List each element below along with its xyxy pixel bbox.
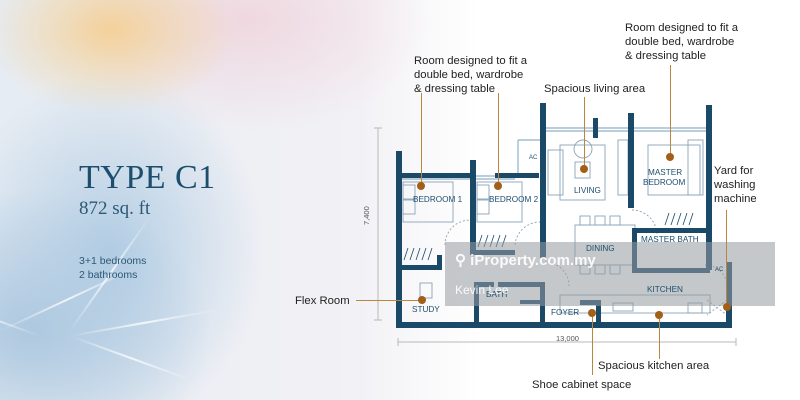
callout-living: Spacious living area [544,83,646,95]
bathroom-count: 2 bathrooms [79,269,138,281]
room-label-study: STUDY [412,305,440,314]
leader-line-kitchen [659,315,660,359]
unit-specs: 3+1 bedrooms 2 bathrooms [79,254,146,282]
room-label-bedroom-1: BEDROOM 1 [413,195,463,204]
leader-line-yard [726,210,727,310]
room-label-master-2: BEDROOM [643,178,686,187]
watermark-site-text: iProperty.com.my [470,252,596,269]
unit-area: 872 sq. ft [79,198,151,219]
room-label-master-bath: MASTER BATH [641,235,699,244]
room-label-foyer: FOYER [551,308,580,317]
room-label-living: LIVING [574,186,601,195]
leader-line-shoe [592,313,593,375]
callout-dot-bedroom-1 [417,182,425,190]
callout-dot-shoe [588,309,596,317]
room-label-bath: BATH [486,290,508,299]
callout-master-line-3: & dressing table [625,50,707,62]
callout-shoe-cabinet: Shoe cabinet space [532,379,632,391]
watermark-site: ⚲ iProperty.com.my [455,251,596,269]
watermark-agent: Kevin Lee [455,283,509,297]
callout-bedroom-line-1: Room designed to fit a [414,55,528,67]
callout-dot-flex [418,296,426,304]
location-pin-icon: ⚲ [455,252,471,269]
leader-line-bedroom-2 [498,93,499,185]
leader-line-living [584,97,585,167]
room-label-master-1: MASTER [648,168,683,177]
callout-dot-yard [723,303,731,311]
callout-flex-room: Flex Room [295,295,350,307]
callout-master-line-1: Room designed to fit a [625,22,739,34]
callout-bedroom-line-2: double bed, wardrobe [414,69,524,81]
callout-kitchen: Spacious kitchen area [598,360,710,372]
callout-master-line-2: double bed, wardrobe [625,36,735,48]
callout-dot-bedroom-2 [494,182,502,190]
callout-yard: Yard for washing machine [714,164,757,206]
bedroom-count: 3+1 bedrooms [79,255,147,267]
dimension-height: 7,400 [362,206,371,225]
callout-dot-master [666,153,674,161]
callout-yard-line-2: washing [714,179,756,191]
leader-line-master [670,65,671,159]
callout-bedroom: Room designed to fit a double bed, wardr… [414,54,527,96]
callout-dot-kitchen [655,311,663,319]
leader-line-bedroom-1 [421,93,422,185]
room-label-bedroom-2: BEDROOM 2 [489,195,539,204]
callout-master: Room designed to fit a double bed, wardr… [625,21,738,63]
room-label-dining: DINING [586,244,615,253]
room-label-ac-1: AC [529,155,538,161]
room-label-kitchen: KITCHEN [647,285,683,294]
callout-dot-living [580,165,588,173]
leader-line-flex [356,300,422,301]
dimension-width: 13,000 [556,334,579,343]
room-label-ac-2: AC [715,267,724,273]
callout-yard-line-3: machine [714,193,757,205]
callout-bedroom-line-3: & dressing table [414,83,496,95]
watermark-band [445,242,775,306]
callout-yard-line-1: Yard for [714,165,754,177]
unit-type-title: TYPE C1 [79,159,216,196]
